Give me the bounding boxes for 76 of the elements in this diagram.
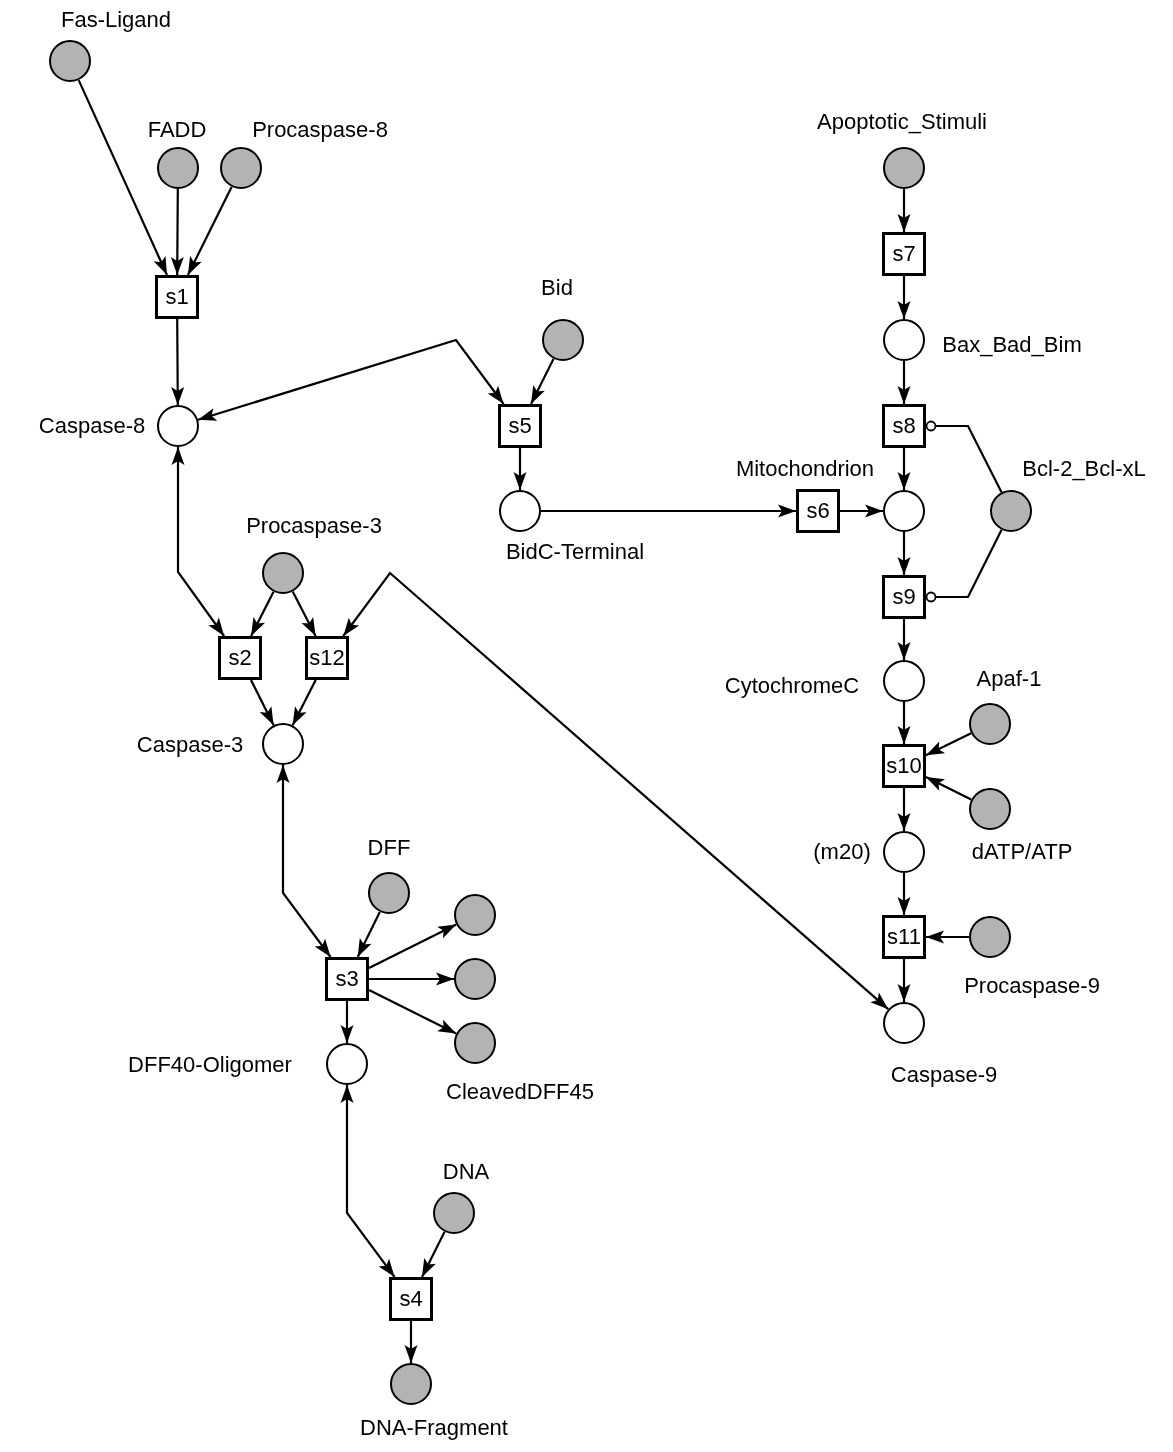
arrow [171, 319, 185, 405]
arrow [170, 189, 184, 275]
place-label: BidC-Terminal [505, 539, 645, 565]
place-label: DNA [442, 1159, 490, 1185]
transition-box: s1 [155, 275, 199, 319]
place-label: DFF [367, 835, 411, 861]
arrow [925, 732, 972, 757]
transition-box: s5 [498, 404, 542, 448]
arrow [513, 448, 527, 490]
transition-box: s4 [389, 1277, 433, 1321]
place-label: CytochromeC [724, 673, 860, 699]
transition-box: s6 [796, 489, 840, 533]
arrow [897, 189, 911, 232]
place-label: FADD [147, 117, 207, 143]
arrow [897, 619, 911, 660]
place-label: Mitochondrion [735, 456, 875, 482]
arrow [897, 532, 911, 575]
place-label: Bid [541, 275, 573, 301]
place-label: Procaspase-9 [964, 973, 1100, 999]
transition-box: s2 [218, 636, 262, 680]
arrow [291, 591, 317, 637]
place-label: DNA-Fragment [360, 1415, 508, 1441]
place-circle [454, 894, 496, 936]
place-label: Bcl-2_Bcl-xL [1022, 456, 1146, 482]
arrow [530, 358, 555, 405]
transition-box: s11 [882, 915, 926, 959]
arrow [897, 361, 911, 404]
arrow [897, 448, 911, 490]
arrow [186, 186, 233, 276]
transition-box: s9 [882, 575, 926, 619]
place-label: (m20) [813, 839, 871, 865]
arrow [250, 679, 275, 726]
place-circle [454, 958, 496, 1000]
arrow [197, 338, 505, 421]
arrow [369, 972, 454, 986]
arrow [340, 1001, 354, 1043]
arrow [926, 930, 969, 944]
place-label: Caspase-3 [136, 732, 244, 758]
arrow [356, 911, 381, 958]
place-label: DFF40-Oligomer [128, 1052, 292, 1078]
arrow [340, 1085, 396, 1278]
arrow [77, 79, 168, 276]
arrow [897, 276, 911, 319]
place-label: Apaf-1 [976, 666, 1042, 692]
arrow [897, 959, 911, 1002]
place-label: Caspase-8 [38, 413, 146, 439]
arrow [404, 1321, 418, 1363]
transition-box: s8 [882, 404, 926, 448]
place-label: Bax_Bad_Bim [942, 332, 1082, 358]
arrow [925, 776, 972, 801]
place-label: Procaspase-8 [252, 117, 388, 143]
place-label: CleavedDFF45 [446, 1079, 594, 1105]
transition-box: s3 [325, 957, 369, 1001]
place-label: Fas-Ligand [60, 7, 172, 33]
place-label: dATP/ATP [971, 839, 1073, 865]
arrow [897, 702, 911, 744]
transition-box: s10 [882, 744, 926, 788]
arrow [250, 591, 275, 637]
arrow [897, 788, 911, 831]
inhibitor-arc [925, 420, 1003, 493]
place-label: Caspase-9 [890, 1062, 998, 1088]
place-label: Procaspase-3 [246, 513, 382, 539]
arrow [368, 923, 457, 969]
inhibitor-arc [925, 529, 1003, 603]
arrow [541, 504, 796, 518]
arrow [342, 571, 889, 1011]
transition-box: s7 [882, 232, 926, 276]
arrow [368, 989, 457, 1035]
arrow [276, 765, 332, 958]
place-label: Apoptotic_Stimuli [817, 109, 987, 135]
arrow [171, 447, 225, 637]
transition-box: s12 [305, 636, 349, 680]
arrow [291, 679, 317, 726]
arrow [421, 1231, 446, 1278]
arrow [840, 504, 883, 518]
arrow [897, 873, 911, 915]
